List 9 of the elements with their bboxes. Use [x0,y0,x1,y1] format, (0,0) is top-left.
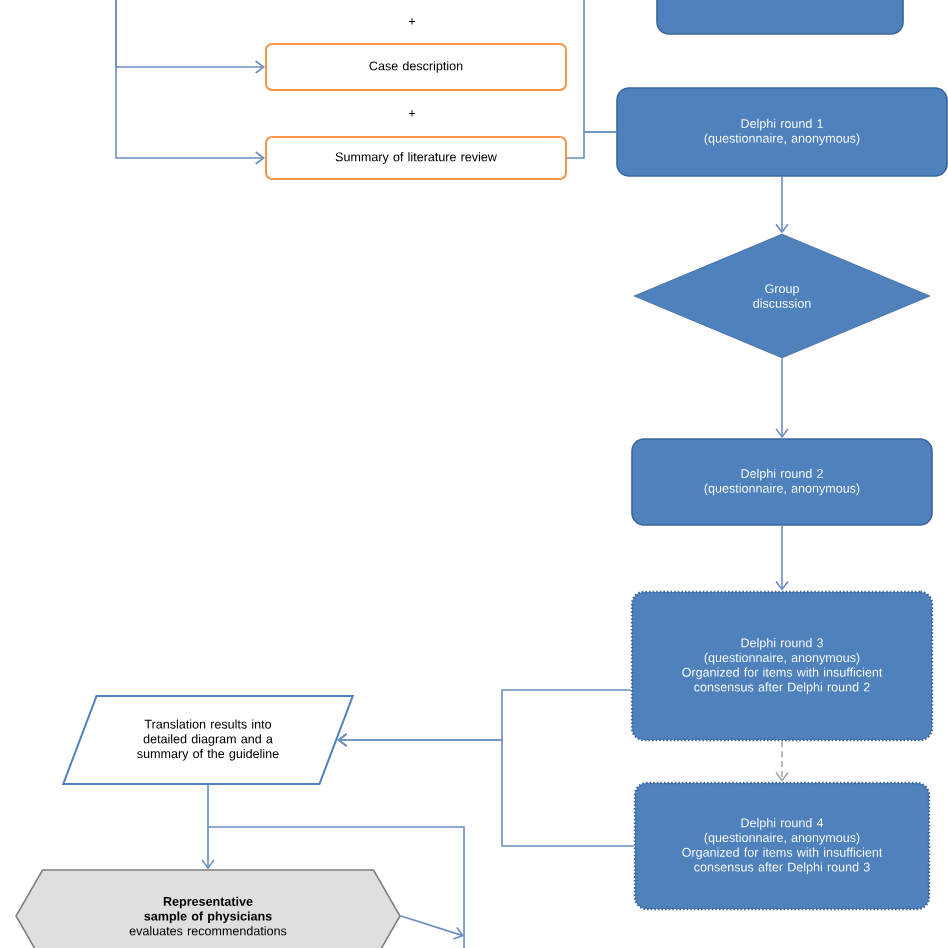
arrow [337,733,635,847]
arrow [400,915,464,940]
arrow [775,740,789,782]
process-box [656,0,904,35]
arrow [775,357,789,439]
arrow [201,784,215,870]
arrow [775,176,789,234]
arrow [115,0,265,165]
arrow [775,525,789,591]
